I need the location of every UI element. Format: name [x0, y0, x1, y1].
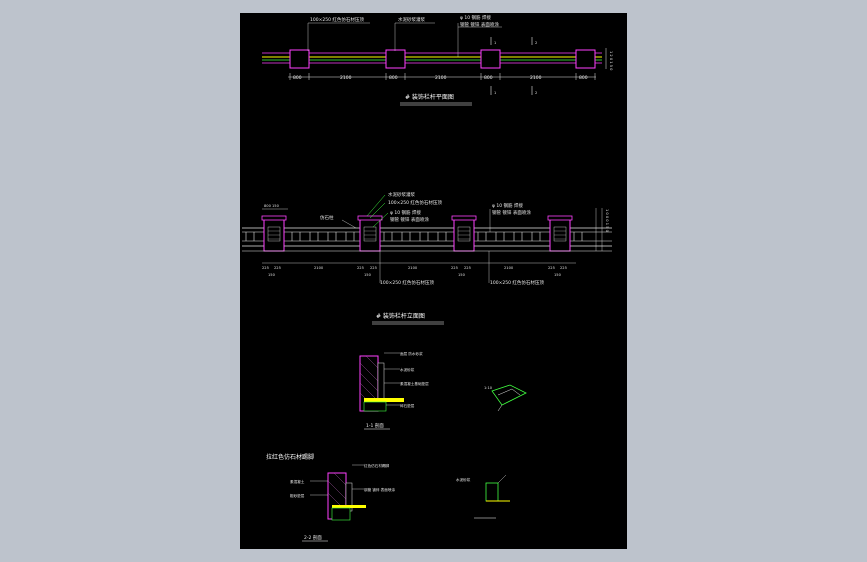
plan-section-mark-2-bottom: 2 [535, 91, 537, 95]
elev-dim-225-4b: 225 [560, 266, 567, 270]
section-3-title: 拉红色仿石材踢脚 [266, 453, 314, 461]
section-1-title: 1-1 剖面 [366, 422, 384, 429]
elev-right-dims: 1 0 0 0 1 5 0 [605, 209, 609, 233]
plan-view: 800 2100 800 2100 800 2100 800 1 2 0 1 5… [262, 14, 613, 106]
elev-dim-225-1a: 225 [262, 266, 269, 270]
elev-label-pipe-1: 钢管 镀锌 表面喷涂 [390, 216, 429, 223]
cad-drawing: 800 2100 800 2100 800 2100 800 1 2 0 1 5… [242, 14, 613, 542]
s1-label-gravel: 碎石垫层 [400, 403, 415, 408]
elevation-pier [357, 215, 383, 252]
elev-dim-150-1: 150 [268, 273, 276, 277]
elev-label-bottom-1: 100×250 红色仿石材压顶 [380, 279, 434, 286]
plan-dim-pier-2: 800 [389, 75, 398, 81]
detail-2-label: 水泥砂浆 [456, 477, 471, 482]
elev-dim-225-2b: 225 [370, 266, 377, 270]
plan-label-coping: 100×250 红色仿石材压顶 [310, 16, 364, 23]
elev-dim-150-3: 150 [458, 273, 466, 277]
section-2-2: 拉红色仿石材踢脚 红色仿石材踢脚 素混凝土 钢管 镀锌 表面喷涂 粗砂垫层 2-… [266, 453, 395, 542]
elev-dim-225-3a: 225 [451, 266, 458, 270]
elev-label-grout: 水泥砂浆灌浆 [388, 191, 415, 198]
elev-top-dims: 800 150 [264, 204, 280, 208]
plan-section-mark-1-top: 1 [494, 41, 496, 45]
plan-dim-span-2: 2100 [435, 75, 447, 81]
elev-label-rebar-1: φ 10 钢筋 焊接 [390, 209, 421, 216]
elev-dim-225-2a: 225 [357, 266, 364, 270]
detail-bottom-right: 水泥砂浆 [456, 474, 510, 519]
elevation-view: 800 150 1 0 0 0 1 5 0 225 225 150 2100 2… [242, 191, 612, 325]
elev-dim-span-2: 2100 [408, 266, 418, 270]
plan-dim-pier-4: 800 [579, 75, 588, 81]
s1-label-finish: 面层 防水砂浆 [400, 351, 423, 356]
elev-dim-span-1: 2100 [314, 266, 324, 270]
elevation-pier [451, 215, 477, 252]
section-2-title: 2-2 剖面 [304, 534, 322, 541]
elevation-pier [547, 215, 573, 252]
elev-dim-150-4: 150 [554, 273, 562, 277]
plan-label-pipe: 钢管 镀锌 表面喷涂 [460, 21, 499, 28]
plan-label-rebar: φ 10 钢筋 焊接 [460, 14, 491, 21]
s1-label-base: 素混凝土基础垫层 [400, 381, 429, 386]
plan-dim-pier-1: 800 [293, 75, 302, 81]
elev-dim-225-4a: 225 [548, 266, 555, 270]
plan-section-mark-1-bottom: 1 [494, 91, 496, 95]
plan-right-dims: 1 2 0 1 5 0 [609, 51, 613, 71]
elevation-pier [261, 215, 287, 252]
elev-dim-150-2: 150 [364, 273, 372, 277]
s3-label-pipe: 钢管 镀锌 表面喷涂 [364, 487, 395, 492]
s3-label-concrete: 素混凝土 [290, 479, 305, 484]
drawing-sheet: 800 2100 800 2100 800 2100 800 1 2 0 1 5… [240, 13, 627, 549]
detail-scale: 1:10 [484, 386, 493, 390]
elev-label-rebar-2: φ 10 钢筋 焊接 [492, 202, 523, 209]
s1-label-mortar: 水泥砂浆 [400, 367, 415, 372]
section-1-1: 面层 防水砂浆 水泥砂浆 素混凝土基础垫层 碎石垫层 1-1 剖面 [359, 351, 429, 430]
plan-dim-span-1: 2100 [340, 75, 352, 81]
elev-label-pier: 仿石柱 [320, 214, 334, 221]
elev-dim-225-3b: 225 [464, 266, 471, 270]
plan-title: # 装饰栏杆平面图 [405, 93, 454, 101]
elevation-title: # 装饰栏杆立面图 [376, 312, 425, 320]
plan-label-grout: 水泥砂浆灌浆 [398, 16, 425, 23]
s3-label-skirting: 红色仿石材踢脚 [364, 463, 390, 468]
elev-dim-span-3: 2100 [504, 266, 514, 270]
elev-dim-225-1b: 225 [274, 266, 281, 270]
elev-label-coping: 100×250 红色仿石材压顶 [388, 199, 442, 206]
elev-label-pipe-2: 钢管 镀锌 表面喷涂 [492, 209, 531, 216]
plan-dim-pier-3: 800 [484, 75, 493, 81]
plan-dim-span-3: 2100 [530, 75, 542, 81]
plan-section-mark-2-top: 2 [535, 41, 537, 45]
detail-right: 1:10 [484, 384, 527, 412]
s3-label-sand: 粗砂垫层 [290, 493, 305, 498]
elev-label-bottom-2: 100×250 红色仿石材压顶 [490, 279, 544, 286]
